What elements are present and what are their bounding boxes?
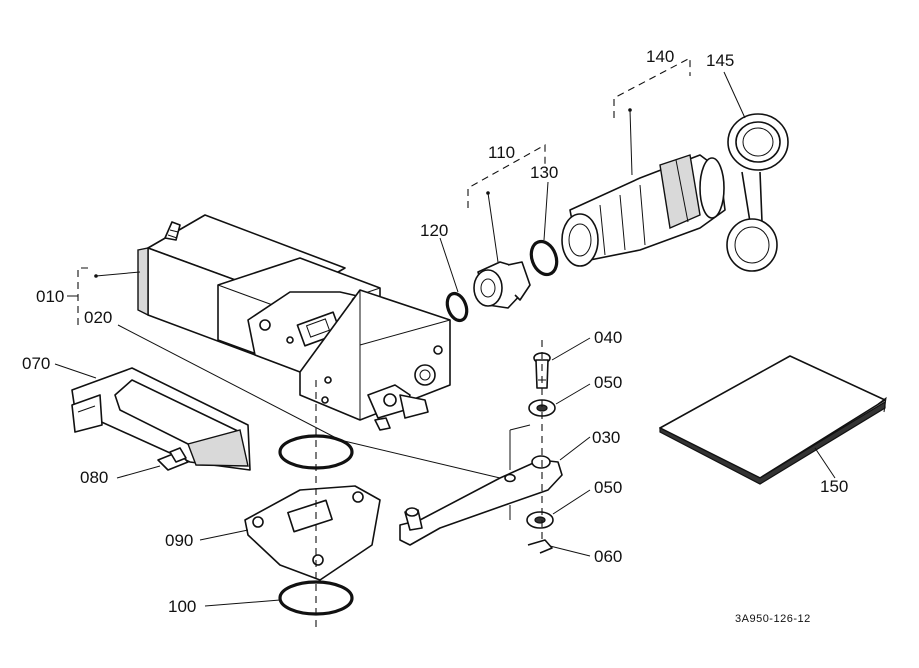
label-040: 040 bbox=[594, 328, 622, 347]
leader-060 bbox=[549, 545, 591, 557]
group-bracket-110 bbox=[467, 144, 546, 208]
o-ring-120 bbox=[445, 291, 469, 323]
label-050-lower: 050 bbox=[594, 478, 622, 497]
label-110: 110 bbox=[488, 143, 515, 162]
label-100: 100 bbox=[168, 597, 196, 616]
leader-100 bbox=[204, 599, 281, 607]
leader-150 bbox=[814, 447, 836, 479]
leader-050-upper bbox=[555, 383, 591, 405]
adapter-110-drawing bbox=[473, 261, 531, 309]
label-090: 090 bbox=[165, 531, 193, 550]
label-130: 130 bbox=[530, 163, 558, 182]
mounting-bracket-drawing bbox=[71, 367, 251, 471]
manual-sheet-150-drawing bbox=[659, 355, 887, 485]
leader-120 bbox=[439, 237, 459, 293]
clip-060-drawing bbox=[527, 539, 553, 554]
label-140: 140 bbox=[646, 47, 674, 66]
label-080: 080 bbox=[80, 468, 108, 487]
label-050-upper: 050 bbox=[594, 373, 622, 392]
leader-050-lower bbox=[552, 489, 591, 515]
flange-plate-drawing bbox=[244, 485, 381, 581]
dust-cap-145-drawing bbox=[726, 113, 789, 272]
leader-040 bbox=[551, 337, 591, 361]
label-060: 060 bbox=[594, 547, 622, 566]
drawing-reference-number: 3A950-126-12 bbox=[735, 613, 811, 625]
label-070: 070 bbox=[22, 354, 50, 373]
group-bracket-010 bbox=[77, 267, 92, 325]
label-030: 030 bbox=[592, 428, 620, 447]
valve-body-drawing bbox=[137, 214, 451, 431]
bolt-080-drawing bbox=[157, 447, 189, 471]
group-bracket-140 bbox=[613, 57, 691, 118]
coupler-140-drawing bbox=[561, 154, 726, 267]
o-ring-130 bbox=[529, 239, 559, 277]
leader-145 bbox=[723, 71, 746, 119]
lever-030-drawing bbox=[399, 424, 563, 546]
leader-080 bbox=[116, 465, 161, 479]
label-145: 145 bbox=[706, 51, 734, 70]
label-020: 020 bbox=[84, 308, 112, 327]
label-010: 010 bbox=[36, 287, 64, 306]
leader-090 bbox=[199, 529, 249, 541]
label-150: 150 bbox=[820, 477, 848, 496]
label-120: 120 bbox=[420, 221, 448, 240]
leader-130 bbox=[543, 181, 549, 241]
